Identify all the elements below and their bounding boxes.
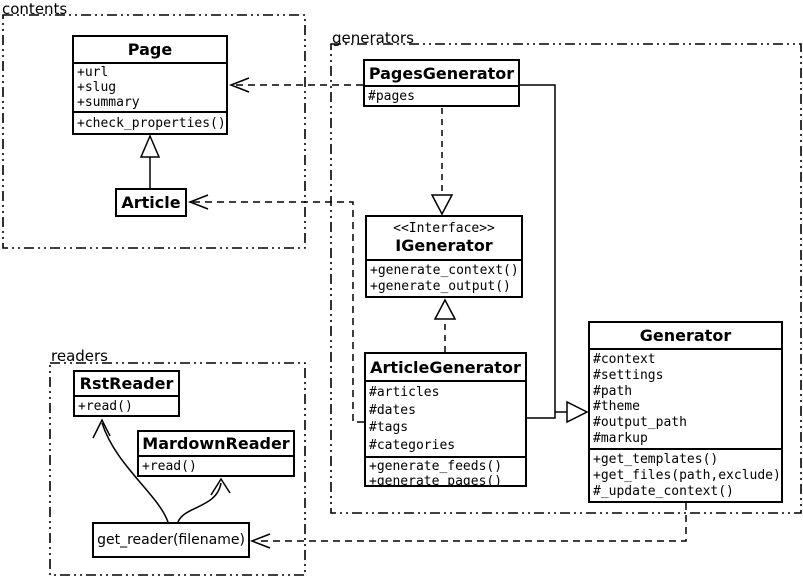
function-get-reader-label: get_reader(filename) [97, 532, 245, 548]
class-articlegenerator-methods: +generate_feeds() +generate_pages() [366, 456, 525, 485]
attribute: #articles [369, 385, 440, 401]
generator-depends-getreader-arrow [249, 503, 687, 549]
class-rstreader-methods: +read() [75, 395, 178, 415]
method: +generate_feeds() [369, 459, 503, 474]
class-pagesgenerator-attributes: #pages [365, 85, 518, 105]
open-arrowhead-icon [187, 194, 209, 210]
method: +read() [142, 458, 197, 474]
class-generator-attributes: #context #settings #path #theme #output_… [590, 348, 781, 448]
class-page: Page +url +slug +summary +check_properti… [72, 35, 228, 135]
class-rstreader: RstReader +read() [73, 370, 180, 417]
getreader-calls-mardownreader-arrow [177, 477, 231, 523]
class-rstreader-name: RstReader [79, 374, 174, 393]
method: +check_properties() [77, 115, 226, 131]
class-generator-methods: +get_templates() +get_files(path,exclude… [590, 448, 781, 501]
class-pagesgenerator: PagesGenerator #pages [363, 59, 520, 107]
class-igenerator-header: <<Interface>> IGenerator [367, 217, 521, 259]
readers-package-border [49, 362, 306, 576]
attribute: #categories [369, 437, 456, 453]
class-page-name: Page [127, 40, 173, 59]
class-page-attributes: +url +slug +summary [74, 62, 226, 111]
open-arrowhead-icon [228, 77, 250, 93]
package-label-generators: generators [332, 29, 414, 47]
class-igenerator-methods: +generate_context() +generate_output() [367, 259, 521, 296]
method: #_update_context() [593, 484, 734, 499]
class-mardownreader-name: MardownReader [142, 434, 290, 453]
class-mardownreader: MardownReader +read() [137, 430, 295, 477]
method: +get_templates() [593, 452, 719, 467]
class-igenerator-stereotype: <<Interface>> [393, 220, 495, 236]
class-generator-name: Generator [639, 326, 732, 345]
attribute: #markup [593, 431, 648, 447]
attribute: #tags [369, 420, 409, 436]
inheritance-triangle-icon [139, 134, 161, 158]
inheritance-triangle-icon [433, 298, 457, 320]
open-arrowhead-icon [210, 477, 231, 496]
contents-package-border [2, 14, 306, 249]
attribute: #theme [593, 399, 640, 415]
class-articlegenerator: ArticleGenerator #articles #dates #tags … [364, 352, 527, 487]
article-extends-page-arrow [139, 134, 161, 188]
class-articlegenerator-name: ArticleGenerator [370, 357, 521, 377]
attribute: #output_path [593, 415, 687, 431]
method: +read() [78, 398, 133, 414]
open-arrowhead-icon [92, 418, 111, 439]
articlegenerator-depends-article-arrow [187, 194, 364, 423]
class-generator: Generator #context #settings #path #them… [588, 321, 783, 503]
pagesgenerator-realizes-igenerator-arrow [430, 108, 454, 216]
class-article-name: Article [121, 193, 181, 212]
method: +get_files(path,exclude) [593, 468, 781, 483]
method: +generate_pages() [369, 474, 503, 485]
inheritance-triangle-icon [430, 194, 454, 216]
generators-package-border [330, 43, 802, 514]
attribute: +url [77, 65, 109, 80]
articlegenerator-realizes-igenerator-arrow [433, 298, 457, 352]
pagesgenerator-depends-page-arrow [228, 77, 363, 93]
open-arrowhead-icon [249, 533, 271, 549]
attribute: #dates [369, 402, 416, 418]
class-articlegenerator-attributes: #articles #dates #tags #categories [366, 380, 525, 456]
function-get-reader: get_reader(filename) [92, 522, 250, 558]
class-article: Article [115, 188, 187, 217]
method: +generate_output() [370, 279, 511, 294]
attribute: +slug [77, 80, 117, 95]
method: +generate_context() [370, 263, 519, 278]
package-label-contents: contents [2, 0, 68, 18]
class-page-methods: +check_properties() [74, 111, 226, 133]
attribute: #pages [368, 88, 415, 104]
class-pagesgenerator-name: PagesGenerator [368, 63, 515, 83]
attribute: #path [593, 383, 633, 399]
attribute: #context [593, 351, 656, 367]
attribute: #settings [593, 367, 664, 383]
attribute: +summary [77, 95, 140, 110]
class-mardownreader-methods: +read() [139, 455, 293, 475]
inheritance-triangle-icon [566, 400, 589, 424]
class-igenerator: <<Interface>> IGenerator +generate_conte… [365, 215, 523, 298]
package-label-readers: readers [51, 347, 108, 365]
class-igenerator-name: IGenerator [395, 235, 493, 255]
generators-extend-generator-arrow [520, 84, 589, 424]
getreader-calls-rstreader-arrow [92, 418, 169, 523]
